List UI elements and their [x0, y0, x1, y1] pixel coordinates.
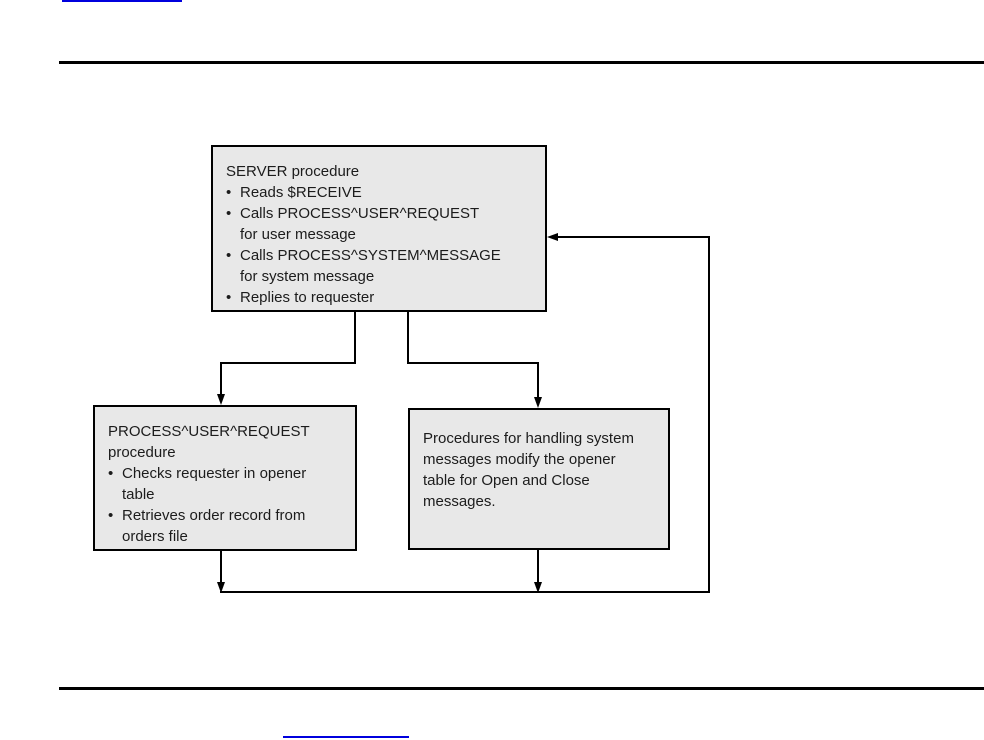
- feedback-bottom-line: [220, 591, 710, 593]
- sys-box-line: messages modify the opener: [423, 451, 616, 468]
- server-box-bullet-item: • Calls PROCESS^SYSTEM^MESSAGE: [226, 245, 537, 266]
- bullet-icon: •: [226, 247, 232, 264]
- server-box-bullet-item: • Calls PROCESS^USER^REQUEST: [226, 203, 537, 224]
- server-box-bullet-item: • Replies to requester: [226, 287, 537, 308]
- server-box-bullet-item: • Reads $RECEIVE: [226, 182, 537, 203]
- arrow-down-icon: [534, 397, 542, 408]
- connector-server-left-stub: [354, 312, 356, 364]
- bullet-icon: •: [226, 184, 232, 201]
- arrow-down-icon: [217, 582, 225, 593]
- feedback-right-riser: [708, 236, 710, 593]
- connector-left-drop: [220, 362, 222, 395]
- server-box-continuation-line: for system message: [226, 266, 537, 287]
- connector-right-drop: [537, 362, 539, 398]
- top-link-underline[interactable]: [62, 0, 182, 2]
- user-box-bullet-item: • Checks requester in opener: [108, 463, 347, 484]
- top-horizontal-rule: [59, 61, 984, 64]
- sys-box-line: Procedures for handling system: [423, 430, 634, 447]
- arrow-down-icon: [217, 394, 225, 405]
- user-box-continuation-line: table: [108, 484, 347, 505]
- bullet-icon: •: [108, 465, 114, 482]
- connector-right-horizontal: [407, 362, 539, 364]
- sys-box-line: messages.: [423, 493, 496, 510]
- system-messages-box: Procedures for handling system messages …: [408, 408, 670, 550]
- server-box-item-text: for system message: [240, 268, 375, 285]
- arrow-left-icon: [547, 233, 558, 241]
- user-box-item-text: Retrieves order record from: [122, 507, 306, 524]
- connector-server-right-stub: [407, 312, 409, 364]
- user-box-continuation-line: orders file: [108, 526, 347, 547]
- bottom-horizontal-rule: [59, 687, 984, 690]
- user-box-item-text: orders file: [122, 528, 188, 545]
- bottom-link-underline[interactable]: [283, 736, 409, 738]
- server-box-item-text: for user message: [240, 226, 356, 243]
- user-box-item-text: Checks requester in opener: [122, 465, 307, 482]
- server-box-item-text: Reads $RECEIVE: [240, 184, 362, 201]
- user-box-item-text: table: [122, 486, 155, 503]
- arrow-down-icon: [534, 582, 542, 593]
- server-procedure-box: SERVER procedure • Reads $RECEIVE • Call…: [211, 145, 547, 312]
- process-user-request-box: PROCESS^USER^REQUEST procedure • Checks …: [93, 405, 357, 551]
- server-box-title: SERVER procedure: [226, 163, 360, 180]
- connector-user-box-output: [220, 551, 222, 582]
- user-box-title: PROCESS^USER^REQUEST: [108, 423, 310, 440]
- server-box-item-text: Replies to requester: [240, 289, 375, 306]
- server-box-item-text: Calls PROCESS^USER^REQUEST: [240, 205, 480, 222]
- sys-box-line: table for Open and Close: [423, 472, 590, 489]
- feedback-return-line: [558, 236, 710, 238]
- connector-left-horizontal: [220, 362, 356, 364]
- connector-sys-box-output: [537, 550, 539, 582]
- bullet-icon: •: [226, 289, 232, 306]
- server-box-continuation-line: for user message: [226, 224, 537, 245]
- bullet-icon: •: [226, 205, 232, 222]
- bullet-icon: •: [108, 507, 114, 524]
- user-box-title: procedure: [108, 444, 176, 461]
- user-box-bullet-item: • Retrieves order record from: [108, 505, 347, 526]
- server-box-item-text: Calls PROCESS^SYSTEM^MESSAGE: [240, 247, 501, 264]
